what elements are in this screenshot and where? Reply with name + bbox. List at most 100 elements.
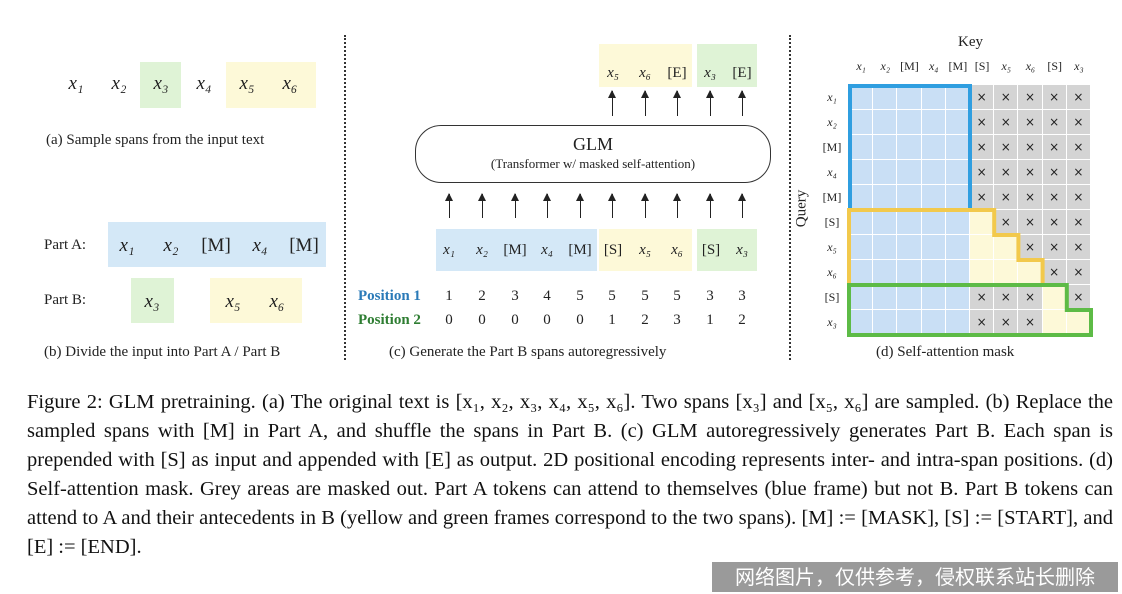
- attention-cell-masked: ×: [994, 310, 1019, 335]
- span-highlight-x3: [140, 62, 181, 108]
- arrow-up-icon: [738, 90, 746, 116]
- attention-cell-visible: [849, 310, 874, 335]
- token: x₆: [282, 73, 298, 94]
- position-2-value: 0: [478, 312, 486, 328]
- panel-b-caption: (b) Divide the input into Part A / Part …: [44, 344, 281, 360]
- key-token: x₃: [1074, 59, 1084, 73]
- position-1-value: 5: [641, 288, 649, 304]
- attention-cell-masked: ×: [1042, 260, 1067, 285]
- attention-cell-visible: [921, 260, 946, 285]
- token: [M]: [201, 235, 231, 256]
- attention-cell-masked: ×: [1066, 110, 1091, 135]
- attention-cell-visible: [873, 310, 898, 335]
- attention-cell-masked: ×: [994, 110, 1019, 135]
- token: x₂: [111, 73, 127, 94]
- attention-cell-masked: ×: [994, 185, 1019, 210]
- attention-cell-visible: [945, 285, 970, 310]
- arrow-up-icon: [608, 90, 616, 116]
- attention-cell-visible: [873, 260, 898, 285]
- divider-left: [344, 35, 346, 360]
- output-token: [E]: [667, 65, 687, 81]
- output-token: x₅: [607, 65, 619, 81]
- attention-cell-visible: [849, 260, 874, 285]
- arrow-up-icon: [543, 193, 551, 218]
- token: x₃: [144, 291, 160, 312]
- position-1-value: 2: [478, 288, 486, 304]
- attention-cell-visible: [921, 310, 946, 335]
- attention-cell-visible: [921, 85, 946, 110]
- token: x₅: [225, 291, 241, 312]
- key-token: [M]: [900, 59, 919, 73]
- part-b-label: Part B:: [44, 292, 87, 308]
- key-token: x₅: [1001, 59, 1012, 73]
- output-span-1-box: [599, 44, 692, 87]
- input-token: x₆: [671, 242, 683, 258]
- key-label: Key: [958, 34, 983, 50]
- key-token: [M]: [948, 59, 968, 73]
- attention-cell-masked: ×: [1042, 160, 1067, 185]
- attention-cell-visible: [849, 210, 874, 235]
- attention-cell-visible: [970, 260, 995, 285]
- output-token: x₆: [639, 65, 651, 81]
- attention-cell-visible: [897, 285, 922, 310]
- input-token: [M]: [503, 242, 527, 258]
- attention-cell-visible: [873, 285, 898, 310]
- token: x₁: [119, 235, 135, 256]
- attention-cell-masked: ×: [1018, 235, 1043, 260]
- key-token: [S]: [1047, 59, 1063, 73]
- arrow-up-icon: [641, 193, 649, 218]
- glm-subtitle: (Transformer w/ masked self-attention): [490, 156, 696, 171]
- attention-cell-visible: [897, 210, 922, 235]
- arrow-up-icon: [478, 193, 486, 218]
- panel-a-caption: (a) Sample spans from the input text: [46, 132, 265, 148]
- attention-cell-masked: ×: [970, 185, 995, 210]
- token: x₅: [239, 73, 255, 94]
- attention-cell-visible: [849, 160, 874, 185]
- figure-caption-text: Figure 2: GLM pretraining. (a) The origi…: [27, 391, 1113, 558]
- arrow-up-icon: [673, 193, 681, 218]
- attention-cell-masked: ×: [1042, 135, 1067, 160]
- query-token: x₂: [827, 115, 837, 129]
- token: x₃: [153, 73, 169, 94]
- query-token: x₃: [827, 315, 837, 329]
- attention-cell-masked: ×: [994, 85, 1019, 110]
- key-token: [S]: [974, 59, 990, 73]
- attention-cell-masked: ×: [1018, 210, 1043, 235]
- attention-cell-masked: ×: [1066, 160, 1091, 185]
- part-b-span-x5-x6: [210, 278, 302, 323]
- attention-cell-visible: [873, 185, 898, 210]
- attention-cell-masked: ×: [1066, 285, 1091, 310]
- attention-cell-visible: [873, 85, 898, 110]
- query-token: [M]: [822, 140, 842, 154]
- attention-cell-masked: ×: [994, 210, 1019, 235]
- position-1-value: 4: [543, 288, 551, 304]
- attention-cell-visible: [897, 110, 922, 135]
- attention-cell-visible: [849, 185, 874, 210]
- token: [M]: [289, 235, 319, 256]
- position-1-value: 3: [706, 288, 714, 304]
- attention-cell-masked: ×: [970, 135, 995, 160]
- position-1-value: 3: [738, 288, 746, 304]
- attention-cell-masked: ×: [1042, 235, 1067, 260]
- output-span-2-box: [697, 44, 757, 87]
- attention-cell-masked: ×: [994, 135, 1019, 160]
- arrow-up-icon: [738, 193, 746, 218]
- panel-c-caption: (c) Generate the Part B spans autoregres…: [389, 344, 667, 360]
- attention-cell-masked: ×: [1066, 85, 1091, 110]
- glm-title: GLM: [573, 134, 613, 154]
- position-1-label: Position 1: [358, 288, 421, 304]
- attention-cell-masked: ×: [1042, 85, 1067, 110]
- query-token: x₅: [827, 240, 837, 254]
- position-2-value: 1: [608, 312, 616, 328]
- attention-cell-masked: ×: [1018, 135, 1043, 160]
- attention-cell-visible: [849, 85, 874, 110]
- token: x₂: [163, 235, 179, 256]
- position-1-value: 1: [445, 288, 453, 304]
- attention-cell-masked: ×: [1018, 160, 1043, 185]
- input-token: x₄: [541, 242, 553, 258]
- attention-cell-visible: [945, 310, 970, 335]
- output-token: x₃: [704, 65, 716, 81]
- attention-cell-visible: [945, 185, 970, 210]
- query-token: [M]: [822, 190, 842, 204]
- output-token: [E]: [732, 65, 752, 81]
